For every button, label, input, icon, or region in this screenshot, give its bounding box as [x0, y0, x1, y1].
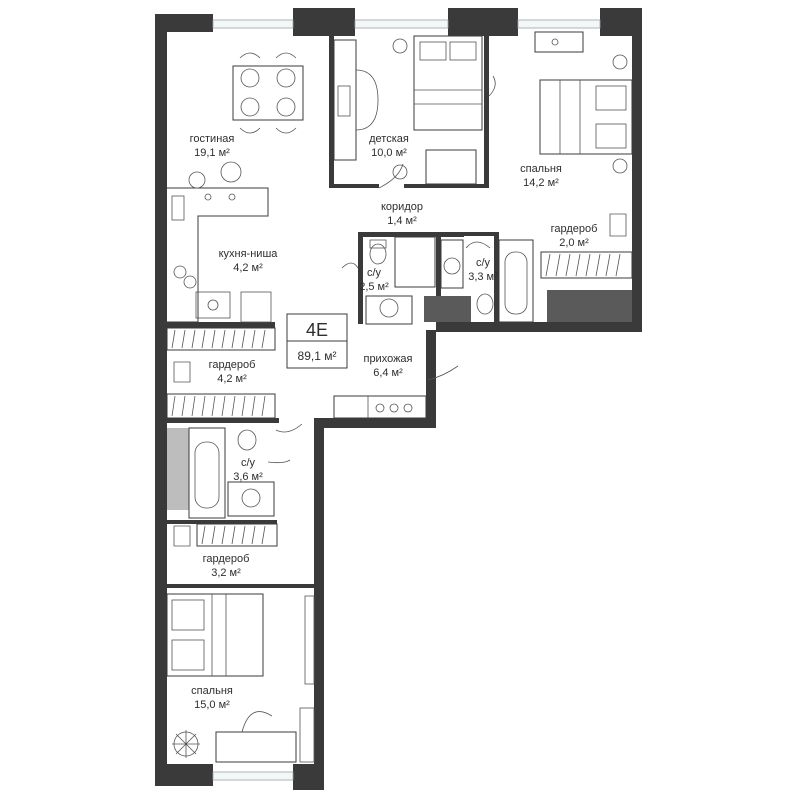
walls: [155, 8, 642, 790]
room-name-bedroom1: спальня: [520, 163, 562, 175]
wardrobe3-furniture: [173, 523, 278, 547]
room-name-wardrobe1: гардероб: [551, 223, 598, 235]
room-area-bath2: 3,3 м²: [468, 271, 498, 283]
apartment-code: 4E: [306, 320, 328, 340]
room-area-hall: 6,4 м²: [373, 367, 403, 379]
room-name-kids: детская: [369, 133, 409, 145]
apartment-area: 89,1 м²: [298, 349, 337, 363]
wardrobe1-furniture: [540, 213, 633, 322]
room-name-bath3: с/у: [241, 457, 256, 469]
windows: [212, 19, 601, 781]
room-area-corridor: 1,4 м²: [387, 215, 417, 227]
room-name-bath2: с/у: [476, 257, 491, 269]
room-name-bath1: с/у: [367, 267, 382, 279]
room-name-bedroom2: спальня: [191, 685, 233, 697]
apartment-badge: 4E 89,1 м²: [286, 313, 348, 369]
room-area-living: 19,1 м²: [194, 147, 230, 159]
bath3-fixtures: [167, 427, 291, 519]
room-area-kids: 10,0 м²: [371, 147, 407, 159]
room-name-corridor: коридор: [381, 201, 423, 213]
room-name-wardrobe3: гардероб: [203, 553, 250, 565]
bedroom2-furniture: [166, 593, 315, 763]
kids-furniture: [333, 35, 483, 189]
room-area-kitchen: 4,2 м²: [233, 262, 263, 274]
room-area-bedroom1: 14,2 м²: [523, 177, 559, 189]
bath1-fixtures: [341, 236, 436, 325]
bath2-fixtures: [424, 239, 534, 323]
room-area-wardrobe3: 3,2 м²: [211, 567, 241, 579]
room-area-bath1: 2,5 м²: [359, 281, 389, 293]
room-name-wardrobe2: гардероб: [209, 359, 256, 371]
dining-table: [232, 52, 304, 134]
kitchen-counter: [167, 161, 272, 323]
room-name-living: гостиная: [190, 133, 235, 145]
room-name-kitchen: кухня-ниша: [219, 248, 279, 260]
room-labels: гостиная 19,1 м² детская 10,0 м² спальня…: [190, 133, 598, 711]
bedroom1-furniture: [488, 31, 633, 174]
room-area-wardrobe1: 2,0 м²: [559, 237, 589, 249]
wardrobe2-furniture: [166, 327, 276, 419]
room-area-bath3: 3,6 м²: [233, 471, 263, 483]
room-area-bedroom2: 15,0 м²: [194, 699, 230, 711]
room-name-hall: прихожая: [363, 353, 412, 365]
hall-furniture: [275, 365, 459, 433]
room-area-wardrobe2: 4,2 м²: [217, 373, 247, 385]
